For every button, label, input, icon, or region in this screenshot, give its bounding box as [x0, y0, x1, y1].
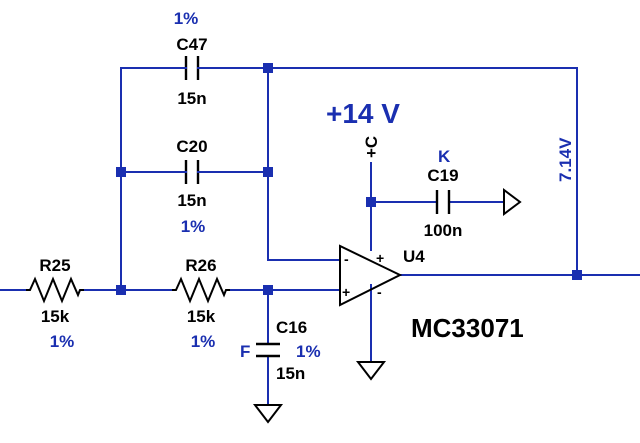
- c16-value: 15n: [276, 364, 305, 383]
- ground-symbol-opamp: [355, 361, 387, 381]
- capacitor-c47: 1% C47 15n: [174, 9, 208, 108]
- c19-ref: C19: [427, 166, 458, 185]
- supply-voltage-label: +14 V: [326, 98, 400, 129]
- wires: [0, 67, 640, 406]
- opamp-vplus-pin: +: [376, 250, 384, 266]
- r25-tolerance: 1%: [50, 332, 75, 351]
- junction-dot: [263, 63, 273, 73]
- capacitor-c16: C16 F 1% 15n: [240, 318, 321, 383]
- c19-flag: K: [438, 147, 451, 166]
- c16-flag: F: [240, 342, 250, 361]
- ground-triangle-icon: [503, 188, 522, 216]
- c19-value: 100n: [424, 221, 463, 240]
- r25-ref: R25: [39, 256, 70, 275]
- capacitor-c19: K C19 100n: [424, 147, 463, 240]
- c47-ref: C47: [176, 35, 207, 54]
- opamp-minus-pin: -: [344, 251, 349, 267]
- resistor-zigzag: [26, 276, 84, 304]
- u4-ref: U4: [403, 247, 425, 266]
- opamp-plus-pin: +: [342, 284, 350, 300]
- junction-dot: [116, 167, 126, 177]
- c16-tolerance: 1%: [296, 342, 321, 361]
- output-voltage-label: 7.14V: [556, 137, 575, 182]
- c20-tolerance: 1%: [181, 217, 206, 236]
- wire-top-right: [205, 67, 578, 276]
- resistor-r26: R26 15k 1%: [172, 256, 230, 351]
- junction-dot: [116, 285, 126, 295]
- c20-value: 15n: [177, 191, 206, 210]
- resistor-zigzag: [172, 276, 230, 304]
- junctions: [116, 63, 582, 295]
- opamp-u4: - + + - U4 MC33071 +C: [339, 136, 524, 343]
- supply-pin-label: +C: [362, 136, 381, 158]
- r26-tolerance: 1%: [191, 332, 216, 351]
- junction-dot: [366, 197, 376, 207]
- resistor-r25: R25 15k 1%: [26, 256, 84, 351]
- junction-dot: [263, 167, 273, 177]
- r26-ref: R26: [185, 256, 216, 275]
- r25-value: 15k: [41, 307, 70, 326]
- junction-dot: [263, 285, 273, 295]
- r26-value: 15k: [187, 307, 216, 326]
- wire-inverting-input: [267, 67, 341, 261]
- u4-part-number: MC33071: [411, 313, 524, 343]
- junction-dot: [572, 270, 582, 280]
- ground-symbol-c19: [503, 188, 522, 216]
- c47-value: 15n: [177, 89, 206, 108]
- capacitor-c20: C20 15n 1%: [176, 137, 207, 236]
- ground-triangle-icon: [252, 404, 284, 424]
- c47-tolerance: 1%: [174, 9, 199, 28]
- wire-top-left: [120, 67, 179, 291]
- opamp-triangle: [339, 244, 403, 307]
- ground-triangle-icon: [355, 361, 387, 381]
- c16-ref: C16: [276, 318, 307, 337]
- c20-ref: C20: [176, 137, 207, 156]
- opamp-vminus-pin: -: [377, 284, 382, 300]
- ground-symbol-c16: [252, 404, 284, 424]
